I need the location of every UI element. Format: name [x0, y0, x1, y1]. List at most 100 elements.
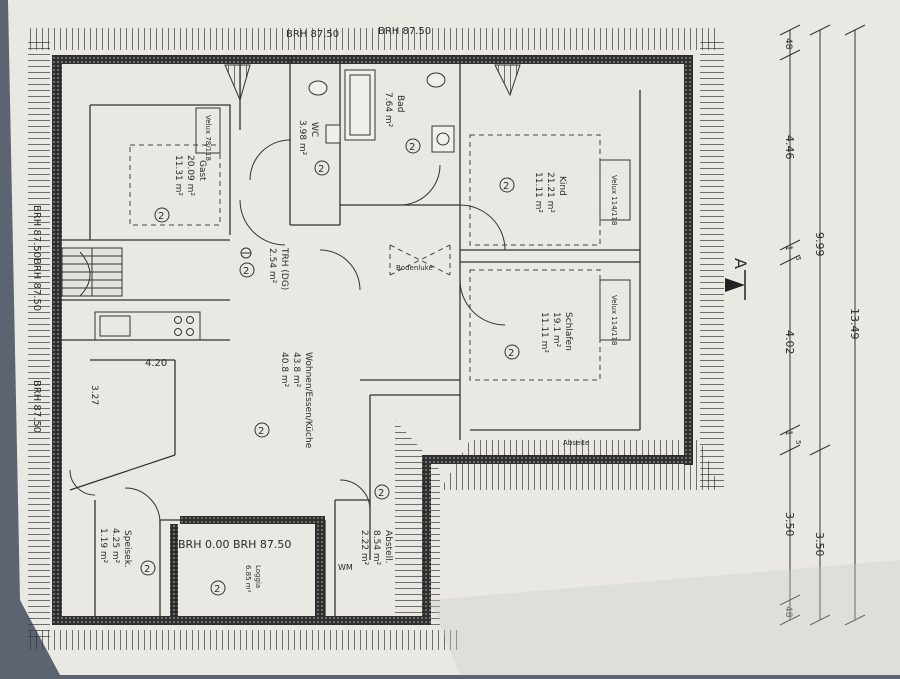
marker-kind: 2	[499, 177, 515, 193]
dim-inner-5: 1	[783, 430, 793, 436]
dim-inner-6: 5	[794, 440, 802, 444]
dim-inner-8: 48	[783, 606, 793, 618]
room-number-markers: 2 2 2 2 2 2 2 2 2 2	[140, 138, 520, 596]
svg-text:2: 2	[378, 488, 384, 499]
section-marker-label: A	[731, 258, 750, 269]
corner-triangles	[224, 64, 521, 102]
roof-band-left	[28, 40, 50, 640]
speisek-area1: 4.25 m²	[110, 528, 120, 564]
wall-inner-step-h	[422, 455, 692, 464]
bad-area: 7.64 m²	[383, 92, 393, 128]
loggia-wall	[180, 516, 315, 524]
wm-label: WM	[338, 563, 353, 572]
velux-gast-label: Velux 78/118	[204, 115, 212, 161]
wall-bottom	[52, 616, 430, 625]
marker-wc: 2	[314, 160, 330, 176]
gast-area1: 20.09 m²	[185, 155, 195, 196]
velux-schlafen-label: Velux 114/118	[610, 295, 618, 345]
bathroom-fixtures	[308, 69, 455, 153]
dim-327: 3.27	[89, 385, 99, 405]
room-labels: Bad 7.64 m² WC 3.98 m² Gast 20.09 m² 11.…	[98, 92, 573, 593]
marker-wohnen: 2	[254, 422, 270, 438]
dim-middle-0: 9.99	[813, 232, 826, 257]
kind-name: Kind	[557, 176, 567, 196]
bodenluke-label: Bodenluke	[396, 264, 433, 272]
dim-inner-7: 3.50	[783, 512, 796, 537]
brh-top-left: BRH 87.50	[286, 29, 339, 40]
svg-text:2: 2	[144, 564, 150, 575]
wall-right	[684, 55, 693, 465]
paper-shadow	[430, 560, 900, 675]
dim-inner-1: 4.46	[783, 135, 796, 160]
wohnen-area2: 40.8 m²	[279, 352, 289, 388]
dim-420: 4.20	[145, 358, 167, 369]
wohnen-name: Wohnen/Essen/Küche	[303, 352, 313, 449]
dimension-chains	[779, 24, 866, 626]
abstell-area2: 2.22 m²	[359, 530, 369, 566]
svg-text:2: 2	[409, 142, 415, 153]
svg-text:2: 2	[508, 348, 514, 359]
kind-area2: 11.11 m²	[533, 172, 543, 213]
dim-inner-3: 5	[794, 256, 802, 260]
marker-trh: 2	[239, 262, 255, 278]
loggia-area: 6.85 m²	[244, 565, 252, 593]
marker-schlafen: 2	[504, 344, 520, 360]
schlafen-area2: 11.11 m²	[539, 312, 549, 353]
gast-name: Gast	[197, 160, 207, 181]
speisek-wall	[170, 524, 178, 616]
abstell-name: Abstell.	[383, 530, 393, 564]
paper-sheet	[8, 0, 900, 675]
dim-middle-1: 3.50	[813, 532, 826, 557]
svg-text:2: 2	[318, 164, 324, 175]
trh-name: TRH (DG)	[279, 247, 289, 290]
marker-bad: 2	[405, 138, 421, 154]
gast-area2: 11.31 m²	[173, 155, 183, 196]
brh-left-upper: BRH 87.50	[31, 205, 42, 258]
wc-area: 3.98 m²	[297, 120, 307, 156]
marker-loggia: 2	[210, 580, 226, 596]
speisek-area2: 1.19 m²	[98, 528, 108, 564]
trh-area: 2.54 m²	[267, 248, 277, 284]
extinguisher-icon	[240, 247, 252, 259]
speisek-name: Speisek.	[122, 530, 132, 568]
schlafen-name: Schlafen	[563, 312, 573, 351]
wall-inner-step-v	[422, 455, 431, 625]
kitchen-counter	[94, 311, 201, 341]
roof-band-bottom	[30, 630, 460, 650]
dim-inner-2: 1	[783, 245, 793, 251]
wall-left	[52, 55, 62, 625]
loggia-side-wall	[315, 516, 325, 616]
bad-name: Bad	[395, 95, 405, 112]
section-marker: A	[725, 258, 750, 300]
wohnen-area1: 43.8 m²	[291, 352, 301, 388]
dimension-labels: 48 4.46 1 5 4.02 1 5 3.50 48 9.99 3.50 1…	[783, 38, 861, 618]
svg-text:2: 2	[503, 181, 509, 192]
dim-outer: 13.49	[848, 308, 861, 340]
svg-text:2: 2	[158, 211, 164, 222]
wall-top	[52, 55, 692, 64]
loggia-name: Loggia	[254, 565, 262, 588]
brh-loggia: BRH 0.00 BRH 87.50	[178, 538, 291, 551]
roof-band-right	[700, 40, 724, 490]
roof-band-step	[440, 440, 720, 490]
roof-band-top	[30, 28, 720, 50]
door-swings	[69, 139, 506, 524]
brh-left-lower: BRH 87.50	[31, 380, 42, 433]
misc-labels: Velux 78/118 Velux 114/118 Velux 114/118…	[204, 115, 618, 572]
dim-inner-4: 4.02	[783, 330, 796, 355]
abstell-area1: 8.54 m²	[371, 530, 381, 566]
marker-gast: 2	[154, 207, 170, 223]
schlafen-area1: 19.1 m²	[551, 312, 561, 348]
brh-left-mid: BRH 87.50	[31, 258, 42, 311]
dim-inner-0: 48	[783, 38, 793, 50]
wc-name: WC	[309, 122, 319, 137]
velux-kind-label: Velux 114/118	[610, 175, 618, 225]
kind-area1: 21.21 m²	[545, 172, 555, 213]
marker-abstell: 2	[374, 484, 390, 500]
svg-text:2: 2	[214, 584, 220, 595]
svg-text:2: 2	[243, 266, 249, 277]
staircase	[61, 247, 123, 297]
abseite-label: Abseite	[563, 439, 589, 447]
